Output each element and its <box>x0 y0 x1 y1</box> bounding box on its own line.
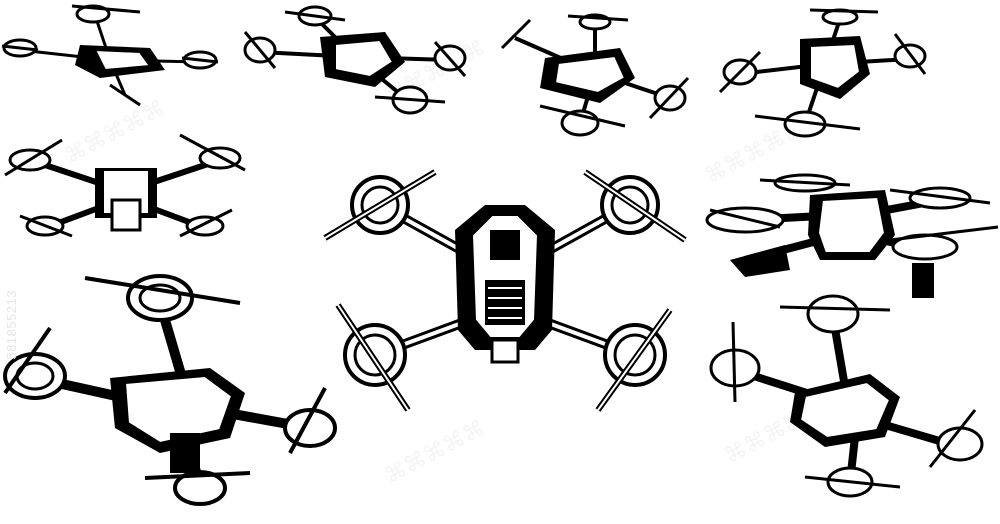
drone-drawing <box>4 133 246 238</box>
drone-top-right <box>710 4 935 154</box>
drone-center-large <box>320 160 690 425</box>
drone-drawing <box>718 8 927 138</box>
drone-drawing <box>243 5 467 115</box>
drone-drawing <box>500 13 690 137</box>
drone-top-center-right <box>500 8 695 143</box>
drone-drawing <box>705 173 999 298</box>
drone-mid-right <box>700 165 1000 305</box>
drone-top-left <box>0 0 220 110</box>
drone-drawing <box>709 294 984 498</box>
drone-top-center-left <box>235 2 475 127</box>
drone-bottom-left <box>0 268 345 519</box>
watermark-pattern: ⌘⌘⌘⌘⌘ <box>381 416 490 490</box>
stock-id-watermark: 581855213 <box>4 290 19 360</box>
drone-bottom-right <box>705 292 985 512</box>
drone-drawing <box>1 4 219 107</box>
drone-drawing <box>3 274 337 506</box>
drone-drawing <box>323 169 687 412</box>
drone-mid-left <box>0 130 250 250</box>
